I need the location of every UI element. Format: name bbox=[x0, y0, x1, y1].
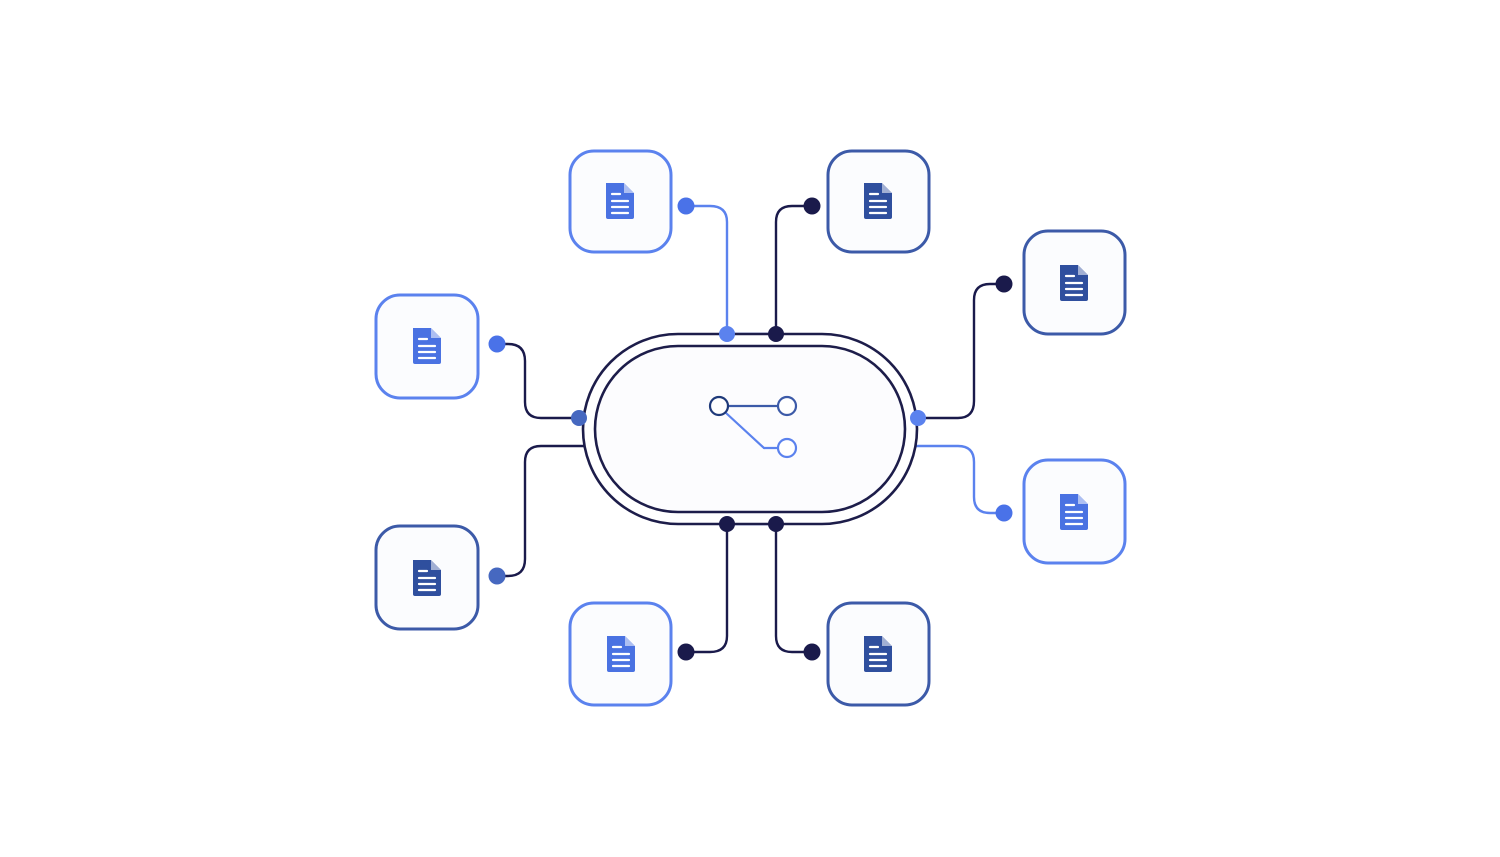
hub-port-top-left bbox=[719, 326, 735, 342]
card-port-top-right bbox=[803, 197, 821, 215]
document-node-upper-right[interactable] bbox=[1022, 229, 1127, 336]
hub-inner-ring bbox=[593, 344, 907, 514]
connector-top-right bbox=[774, 204, 814, 336]
card-port-bottom-right bbox=[803, 643, 821, 661]
hub-port-left bbox=[571, 410, 587, 426]
hub-port-top-right bbox=[768, 326, 784, 342]
document-node-lower-right[interactable] bbox=[1022, 458, 1127, 565]
card-port-lower-left bbox=[488, 567, 506, 585]
hub-port-bottom-left bbox=[719, 516, 735, 532]
connector-upper-right bbox=[916, 282, 1006, 420]
document-nodes bbox=[374, 149, 1127, 707]
connectors bbox=[495, 204, 1006, 654]
hub[interactable] bbox=[581, 332, 919, 526]
connector-top-left bbox=[684, 204, 729, 336]
connector-bottom-right bbox=[774, 522, 814, 654]
card-ports bbox=[488, 197, 1013, 661]
share-branch-icon bbox=[708, 395, 798, 459]
connector-lower-left bbox=[495, 444, 589, 578]
document-node-lower-left[interactable] bbox=[374, 524, 480, 631]
document-node-top-right[interactable] bbox=[826, 149, 931, 254]
hub-port-bottom-right bbox=[768, 516, 784, 532]
document-node-bottom-left[interactable] bbox=[568, 601, 673, 707]
connector-bottom-left bbox=[684, 522, 729, 654]
card-port-lower-right bbox=[995, 504, 1013, 522]
document-node-upper-left[interactable] bbox=[374, 293, 480, 400]
document-node-top-left[interactable] bbox=[568, 149, 673, 254]
hub-port-right bbox=[910, 410, 926, 426]
card-port-upper-right bbox=[995, 275, 1013, 293]
document-node-bottom-right[interactable] bbox=[826, 601, 931, 707]
card-port-top-left bbox=[677, 197, 695, 215]
connector-upper-left bbox=[495, 342, 581, 420]
card-port-bottom-left bbox=[677, 643, 695, 661]
card-port-upper-left bbox=[488, 335, 506, 353]
hub-ports bbox=[571, 326, 926, 532]
connector-lower-right bbox=[911, 444, 1006, 515]
